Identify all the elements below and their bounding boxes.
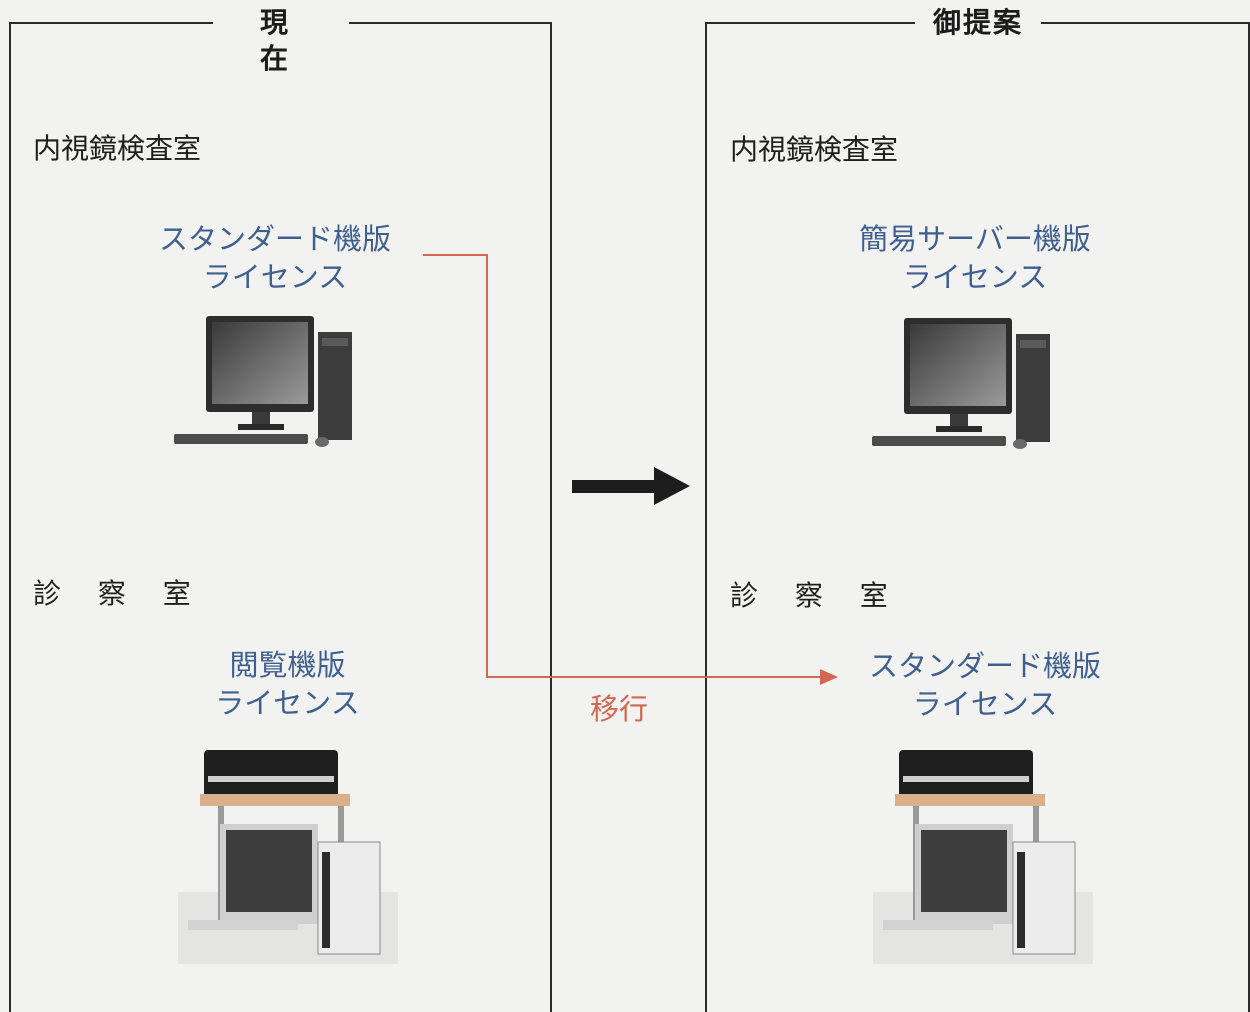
right-arrow-shaft bbox=[572, 480, 658, 493]
right-endoscopy-license-line-1: 簡易サーバー機版 bbox=[859, 222, 1091, 256]
right-room-endoscopy-label: 内視鏡検査室 bbox=[730, 133, 899, 166]
migration-arrowhead-icon bbox=[820, 669, 838, 685]
desktop-pc-with-printer-icon bbox=[873, 750, 1093, 964]
right-consult-license: スタンダード機版 ライセンス bbox=[830, 647, 1140, 723]
left-endoscopy-license: スタンダード機版 ライセンス bbox=[120, 220, 430, 296]
left-endoscopy-license-line-2: ライセンス bbox=[202, 260, 348, 294]
right-arrow-icon bbox=[654, 467, 690, 505]
right-room-consult-label: 診 察 室 bbox=[730, 579, 902, 612]
right-endoscopy-license: 簡易サーバー機版 ライセンス bbox=[820, 220, 1130, 296]
right-endoscopy-license-line-2: ライセンス bbox=[902, 260, 1048, 294]
desktop-pc-icon bbox=[174, 316, 352, 447]
migration-label: 移行 bbox=[590, 692, 649, 726]
desktop-pc-with-printer-icon bbox=[178, 750, 398, 964]
left-room-endoscopy-label: 内視鏡検査室 bbox=[33, 132, 202, 165]
left-consult-license-line-2: ライセンス bbox=[215, 686, 360, 720]
left-consult-license: 閲覧機版 ライセンス bbox=[180, 646, 395, 722]
left-endoscopy-license-line-1: スタンダード機版 bbox=[158, 222, 391, 256]
migration-arrow-line bbox=[423, 254, 822, 678]
right-consult-license-line-2: ライセンス bbox=[912, 687, 1058, 721]
left-consult-license-line-1: 閲覧機版 bbox=[229, 648, 346, 682]
left-room-consult-label: 診 察 室 bbox=[33, 577, 205, 610]
proposal-panel-title: 御提案 bbox=[915, 5, 1041, 41]
right-consult-license-line-1: スタンダード機版 bbox=[868, 649, 1101, 683]
current-panel-title: 現 在 bbox=[213, 5, 349, 75]
desktop-pc-icon bbox=[872, 318, 1050, 449]
